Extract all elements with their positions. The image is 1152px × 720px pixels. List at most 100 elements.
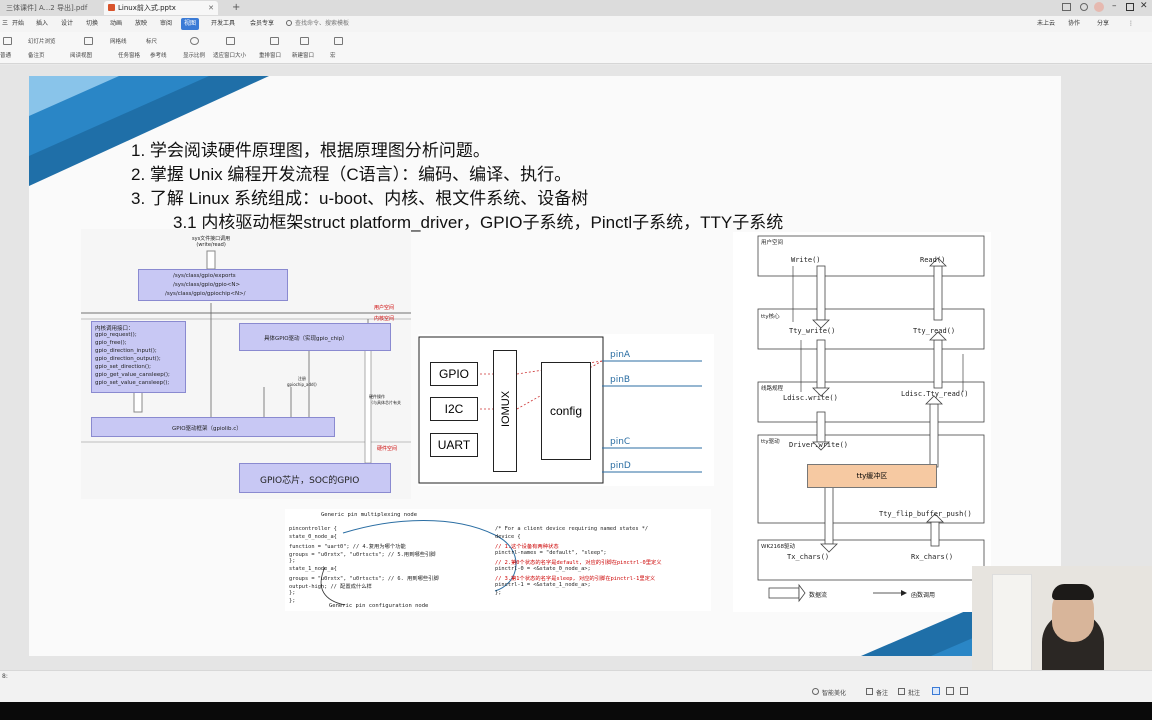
- sysfs-gpiochip: /sys/class/gpio/gpiochip<N>/: [165, 291, 246, 297]
- bullet-3: 3. 了解 Linux 系统组成：u-boot、内核、根文件系统、设备树: [131, 189, 589, 208]
- hw-op-label: 硬件操作 （与具体芯片有关: [369, 394, 401, 405]
- code-left-line: };: [289, 558, 296, 564]
- search-icon: [286, 20, 292, 26]
- notes-button[interactable]: 备注: [876, 690, 889, 697]
- tab-pptx[interactable]: Linux前入式.pptx ✕: [104, 1, 218, 15]
- sorter-view-status-icon[interactable]: [946, 687, 954, 695]
- api-item: gpio_request();: [95, 332, 137, 338]
- new-window-button[interactable]: 新建窗口: [292, 53, 315, 59]
- tty-core-label: tty核心: [761, 314, 780, 320]
- ribbon-toolbar: 普通 幻灯片浏览 备注页 阅读视图 网格线 标尺 任务窗格 参考线 显示比例 适…: [0, 32, 1152, 64]
- close-icon[interactable]: ✕: [208, 4, 214, 12]
- menu-slideshow[interactable]: 放映: [135, 20, 148, 27]
- window-close-icon[interactable]: ✕: [1140, 1, 1148, 11]
- new-tab-button[interactable]: +: [232, 2, 241, 13]
- menu-member[interactable]: 会员专享: [250, 20, 275, 27]
- uart-block: UART: [430, 433, 478, 457]
- api-title: 内核调用接口：: [95, 326, 134, 332]
- reading-view-status-icon[interactable]: [960, 687, 968, 695]
- code-right-line: device {: [495, 534, 521, 540]
- code-right-line: /* For a client device requiring named s…: [495, 526, 649, 532]
- code-right-line: pinctrl-1 = <&state_1_node_a>;: [495, 582, 591, 588]
- menu-transition[interactable]: 切换: [86, 20, 99, 27]
- bullet-3-1: 3.1 内核驱动框架struct platform_driver，GPIO子系统…: [173, 213, 784, 232]
- skin-icon[interactable]: [1080, 3, 1088, 11]
- sysfs-box: /sys/class/gpio/exports /sys/class/gpio/…: [138, 269, 288, 301]
- task-pane-button[interactable]: 任务窗格: [118, 53, 141, 59]
- flip-buffer-func: Tty_flip_buffer_push(): [879, 510, 972, 518]
- ldisc-read-func: Ldisc.Tty_read(): [901, 390, 969, 398]
- tab-pdf[interactable]: 三体课件] A...2 导出].pdf: [6, 4, 88, 12]
- api-item: gpio_free();: [95, 340, 127, 346]
- config-block: config: [541, 362, 591, 460]
- menu-design[interactable]: 设计: [61, 20, 74, 27]
- search-input[interactable]: 查找命令、搜索模板: [295, 20, 350, 27]
- normal-view-status-icon[interactable]: [932, 687, 940, 695]
- i2c-block: I2C: [430, 397, 478, 421]
- legend-function-call: 函数调用: [911, 592, 936, 599]
- avatar[interactable]: [1094, 2, 1104, 12]
- maximize-icon[interactable]: [1126, 3, 1134, 11]
- more-icon[interactable]: ⋮: [1128, 20, 1134, 27]
- pinmux-lines: [418, 336, 702, 484]
- webcam-person-hair: [1052, 584, 1094, 600]
- fit-window-icon: [226, 37, 235, 45]
- smart-beautify-button[interactable]: 智能美化: [822, 690, 847, 697]
- tab-pptx-label: Linux前入式.pptx: [118, 4, 176, 12]
- pin-c: pinC: [610, 437, 631, 447]
- fit-window-button[interactable]: 适应窗口大小: [213, 53, 247, 59]
- normal-view-button[interactable]: 普通: [0, 53, 12, 59]
- slide[interactable]: 1. 学会阅读硬件原理图，根据原理图分析问题。 2. 掌握 Unix 编程开发流…: [29, 76, 1061, 656]
- code-left-line: output-high; // 配置成什么样: [289, 584, 372, 590]
- api-item: gpio_set_value_cansleep();: [95, 380, 170, 386]
- tty-read-func: Tty_read(): [913, 327, 956, 335]
- menu-start[interactable]: 开始: [12, 20, 25, 27]
- cloud-status[interactable]: 未上云: [1037, 20, 1056, 27]
- macro-button[interactable]: 宏: [330, 53, 336, 59]
- gridlines-checkbox[interactable]: 网格线: [110, 39, 127, 45]
- zoom-button[interactable]: 显示比例: [183, 53, 206, 59]
- gpio-subsystem-diagram: sys文件接口调用 (write/read) /sys/class/gpio/e…: [81, 229, 411, 499]
- notes-icon: [866, 688, 873, 695]
- title-tab-bar: 三体课件] A...2 导出].pdf Linux前入式.pptx ✕ + – …: [0, 0, 1152, 16]
- comments-button[interactable]: 批注: [908, 690, 921, 697]
- macro-icon: [334, 37, 343, 45]
- share-button[interactable]: 分享: [1097, 20, 1110, 27]
- reading-view-button[interactable]: 阅读视图: [70, 53, 93, 59]
- code-left-line: function = "uart0"; // 4.复用为哪个功能: [289, 544, 406, 550]
- menu-hamburger[interactable]: 三: [2, 20, 9, 27]
- pinmux-diagram: GPIO I2C UART IOMUX config pinA pinB pin…: [418, 334, 714, 486]
- gpio-block: GPIO: [430, 362, 478, 386]
- driver-write-func: Driver.write(): [789, 441, 849, 449]
- taskbar-strip: [0, 702, 1152, 720]
- slide-sorter-button[interactable]: 幻灯片浏览: [28, 39, 56, 45]
- layout-icon[interactable]: [1062, 3, 1071, 11]
- beautify-icon: [812, 688, 819, 695]
- pin-b: pinB: [610, 375, 631, 385]
- user-space-label: 用户空间: [374, 305, 395, 311]
- kernel-api-box: 内核调用接口： gpio_request(); gpio_free(); gpi…: [91, 321, 186, 393]
- menu-review[interactable]: 审阅: [160, 20, 173, 27]
- code-left-line: state_1_node_a{: [289, 566, 337, 572]
- tx-chars-func: Tx_chars(): [787, 553, 830, 561]
- arrange-button[interactable]: 重排窗口: [259, 53, 282, 59]
- gpiolib-box: GPIO驱动框架（gpiolib.c）: [91, 417, 335, 437]
- arrange-icon: [270, 37, 279, 45]
- slide-decoration-top: [29, 76, 269, 186]
- notes-page-button[interactable]: 备注页: [28, 53, 45, 59]
- menu-devtools[interactable]: 开发工具: [211, 20, 236, 27]
- menu-animation[interactable]: 动画: [110, 20, 123, 27]
- gpio-arrows: [81, 250, 411, 464]
- collab-button[interactable]: 协作: [1068, 20, 1081, 27]
- minimize-icon[interactable]: –: [1112, 1, 1117, 11]
- gpio-chip-box: GPIO芯片，SOC的GPIO: [239, 463, 391, 493]
- api-item: gpio_set_direction();: [95, 364, 152, 370]
- api-item: gpio_direction_input();: [95, 348, 157, 354]
- menu-insert[interactable]: 插入: [36, 20, 49, 27]
- guides-checkbox[interactable]: 参考线: [150, 53, 167, 59]
- menu-view[interactable]: 视图: [181, 18, 200, 30]
- code-right-line: };: [495, 590, 502, 596]
- code-header: Generic pin multiplexing node: [321, 512, 418, 518]
- code-left-line: pincontroller {: [289, 526, 337, 532]
- ruler-checkbox[interactable]: 标尺: [146, 39, 158, 45]
